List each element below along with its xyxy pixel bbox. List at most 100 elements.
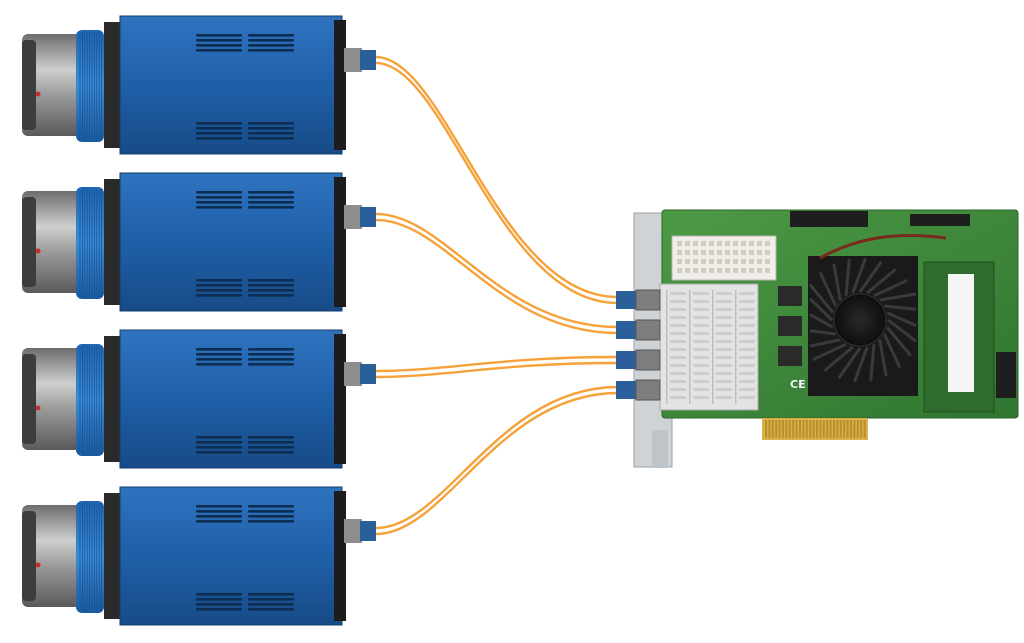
memory-label <box>948 274 974 392</box>
fin <box>844 258 851 296</box>
aux-pin <box>685 250 690 255</box>
aux-pin <box>717 250 722 255</box>
lens-mark-dot <box>35 91 41 97</box>
cage-vent <box>693 300 709 303</box>
vent-slot <box>248 39 294 42</box>
aux-pin <box>709 250 714 255</box>
aux-pin <box>749 241 754 246</box>
memory-chip <box>778 316 802 336</box>
cage-vent <box>739 332 755 335</box>
cage-vent <box>670 388 686 391</box>
fin <box>879 292 917 302</box>
fiber-cables <box>375 55 619 536</box>
cage-vent <box>716 356 732 359</box>
cage-vent <box>670 332 686 335</box>
vent-slot <box>248 608 294 611</box>
cage-vent <box>739 308 755 311</box>
aux-pin <box>765 250 770 255</box>
cage-vent <box>739 316 755 319</box>
pin <box>795 420 798 438</box>
vent-slot <box>248 515 294 518</box>
port-socket <box>635 319 661 341</box>
aux-pin <box>749 268 754 273</box>
vent-slot <box>248 593 294 596</box>
vent-slot <box>196 49 242 52</box>
fin <box>808 283 835 314</box>
aux-pin <box>693 259 698 264</box>
aux-pin <box>741 268 746 273</box>
aux-pin <box>701 250 706 255</box>
aux-pin <box>733 259 738 264</box>
cage-vent <box>716 396 732 399</box>
aux-pin <box>717 259 722 264</box>
pin <box>863 420 866 438</box>
rear-plate <box>334 491 346 621</box>
fin <box>878 339 888 377</box>
vent-slot <box>248 446 294 449</box>
fiber-strand <box>375 61 619 305</box>
port-plug <box>616 351 636 369</box>
vent-slot <box>196 353 242 356</box>
cage-vent <box>716 364 732 367</box>
memory-chip <box>778 346 802 366</box>
fiber-ports <box>616 289 661 401</box>
aux-pin <box>677 268 682 273</box>
aux-pin <box>677 241 682 246</box>
vent-slot <box>248 451 294 454</box>
aux-pin <box>741 241 746 246</box>
fin <box>818 271 838 307</box>
vent-slot <box>196 441 242 444</box>
port-plug <box>616 291 636 309</box>
lens-barrel <box>22 348 84 450</box>
aux-pin <box>693 241 698 246</box>
pin <box>819 420 822 438</box>
cage-vent <box>670 372 686 375</box>
fiber-strand <box>375 55 619 299</box>
fiber-strand <box>375 391 619 536</box>
vent-slot <box>196 191 242 194</box>
fin <box>869 344 876 382</box>
lens-barrel <box>22 34 84 136</box>
camera-group <box>22 15 376 626</box>
pin <box>822 420 825 438</box>
vent-slot <box>248 348 294 351</box>
pin <box>802 420 805 438</box>
fiber-strand <box>375 355 619 373</box>
pin <box>829 420 832 438</box>
sfp-socket <box>344 362 362 386</box>
pin <box>836 420 839 438</box>
cage-divider <box>689 290 691 404</box>
aux-pin <box>765 268 770 273</box>
vent-slot <box>248 436 294 439</box>
vent-slot <box>248 363 294 366</box>
pin <box>778 420 781 438</box>
aux-pin <box>709 268 714 273</box>
vent-slot <box>196 603 242 606</box>
vent-slot <box>196 446 242 449</box>
bracket-tab <box>652 430 668 468</box>
aux-pin <box>677 259 682 264</box>
aux-pin <box>757 268 762 273</box>
pin <box>775 420 778 438</box>
rear-plate <box>334 334 346 464</box>
aux-pin <box>701 259 706 264</box>
vent-slot <box>196 515 242 518</box>
fiber-plug <box>360 207 376 227</box>
vent-slot <box>196 451 242 454</box>
aux-connector-grid <box>677 241 770 273</box>
vent-slot <box>248 294 294 297</box>
vent-slot <box>196 289 242 292</box>
fiber-plug <box>360 521 376 541</box>
fin <box>809 329 836 336</box>
vent-slot <box>248 505 294 508</box>
vent-slot <box>248 34 294 37</box>
vent-slot <box>196 505 242 508</box>
fin <box>853 346 869 383</box>
vent-slot <box>248 191 294 194</box>
fin <box>808 297 834 322</box>
cage-divider <box>735 290 737 404</box>
fan-wire <box>819 234 947 260</box>
vent-slot <box>196 284 242 287</box>
cage-vent <box>670 396 686 399</box>
